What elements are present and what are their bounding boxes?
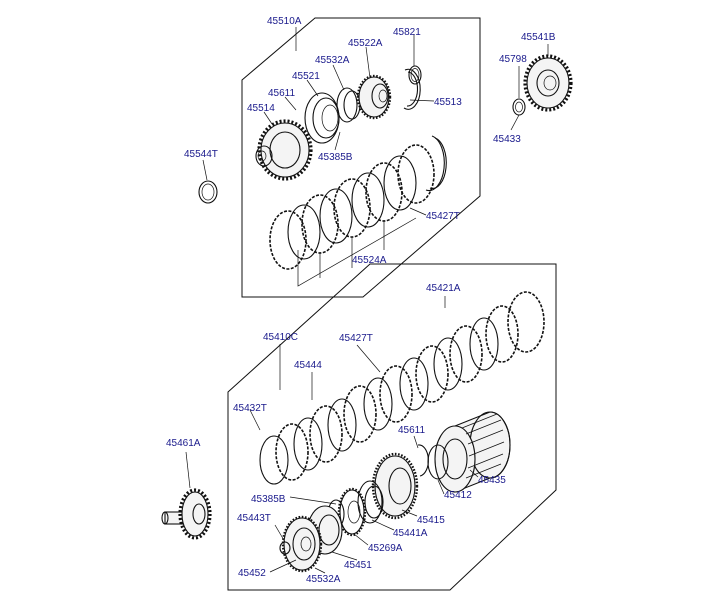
label-45452: 45452 xyxy=(238,568,266,579)
upper-assembly-frame xyxy=(241,17,481,298)
drum-part-45452 xyxy=(281,515,323,573)
label-45269a: 45269A xyxy=(368,543,403,554)
lower-clutch-plate-stack xyxy=(259,291,545,485)
label-45798: 45798 xyxy=(499,54,527,65)
label-45410c: 45410C xyxy=(263,332,298,343)
label-45532a-lower: 45532A xyxy=(306,574,341,585)
label-45441a: 45441A xyxy=(393,528,428,539)
label-45821: 45821 xyxy=(393,27,421,38)
label-45421a: 45421A xyxy=(426,283,461,294)
label-45524a: 45524A xyxy=(352,255,387,266)
clutch-drum-part-45435 xyxy=(434,411,511,493)
label-45451: 45451 xyxy=(344,560,372,571)
hub-part-45415 xyxy=(371,452,419,520)
return-spring-part-45522a xyxy=(356,74,392,120)
label-45611-upper: 45611 xyxy=(268,88,296,99)
label-45385b-lower: 45385B xyxy=(251,494,286,505)
label-45522a: 45522A xyxy=(348,38,383,49)
label-45412: 45412 xyxy=(444,490,472,501)
gear-part-45541b xyxy=(523,54,573,112)
shaft-gear-part-45461a xyxy=(161,488,212,540)
label-45427t-upper: 45427T xyxy=(426,211,460,222)
retainer-part-45269a xyxy=(337,487,367,537)
snap-ring-part-45513 xyxy=(403,68,421,110)
retainer-drum-part-45514 xyxy=(255,119,313,181)
label-45444: 45444 xyxy=(294,360,322,371)
o-ring-part-45821 xyxy=(408,65,422,85)
snap-ring-part-45544t xyxy=(198,180,218,204)
label-45435: 45435 xyxy=(478,475,506,486)
label-45433: 45433 xyxy=(493,134,521,145)
label-45415: 45415 xyxy=(417,515,445,526)
label-45432t: 45432T xyxy=(233,403,267,414)
label-45532a-upper: 45532A xyxy=(315,55,350,66)
lower-assembly-frame xyxy=(227,263,557,591)
label-45443t: 45443T xyxy=(237,513,271,524)
snap-ring-part-45611-lower xyxy=(417,444,429,477)
washer-part-45433 xyxy=(512,98,526,116)
label-45513: 45513 xyxy=(434,97,462,108)
leader-lines xyxy=(185,27,549,574)
label-45611-lower: 45611 xyxy=(398,425,426,436)
label-45544t: 45544T xyxy=(184,149,218,160)
piston-part-45521 xyxy=(304,92,340,144)
label-45521: 45521 xyxy=(292,71,320,82)
label-45385b-upper: 45385B xyxy=(318,152,353,163)
snap-ring-part-45427t-upper xyxy=(425,135,447,192)
label-45510a: 45510A xyxy=(267,16,302,27)
label-45427t-middle: 45427T xyxy=(339,333,373,344)
label-45541b: 45541B xyxy=(521,32,556,43)
label-45514: 45514 xyxy=(247,103,275,114)
piston-part-45441a xyxy=(357,480,384,524)
spring-retainer-part-45532a xyxy=(336,87,361,123)
label-45461a: 45461A xyxy=(166,438,201,449)
